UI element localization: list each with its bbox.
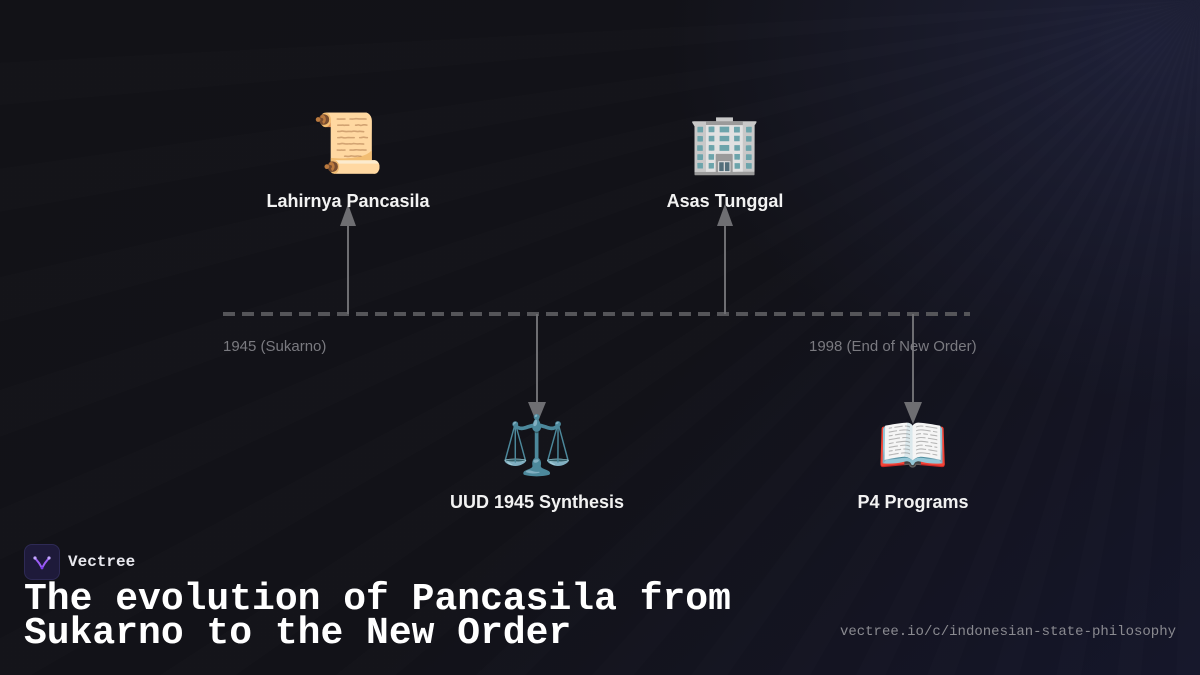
- event-label-uud-1945-synthesis: UUD 1945 Synthesis: [449, 492, 625, 512]
- scales-icon: ⚖️: [500, 411, 574, 479]
- brand: Vectree: [24, 544, 135, 580]
- scroll-icon: 📜: [311, 109, 385, 177]
- arrowhead-lahirnya: [340, 204, 356, 226]
- source-url: vectree.io/c/indonesian-state-philosophy: [839, 624, 1176, 640]
- timeline-start-label: 1945 (Sukarno): [223, 338, 327, 355]
- timeline-end-label: 1998 (End of New Order): [809, 338, 977, 355]
- open-book-icon: 📖: [876, 411, 950, 479]
- vectree-logo-icon: [24, 544, 60, 580]
- event-label-p4-programs: P4 Programs: [857, 492, 969, 512]
- office-building-icon: 🏢: [688, 109, 762, 177]
- event-label-asas-tunggal: Asas Tunggal: [666, 191, 784, 211]
- arrowhead-uud: [528, 402, 546, 424]
- page-title: The evolution of Pancasila from Sukarno …: [24, 578, 731, 655]
- brand-name: Vectree: [68, 553, 136, 571]
- event-label-lahirnya-pancasila: Lahirnya Pancasila: [266, 191, 430, 211]
- arrowhead-asas: [717, 204, 733, 226]
- arrowhead-p4: [904, 402, 922, 424]
